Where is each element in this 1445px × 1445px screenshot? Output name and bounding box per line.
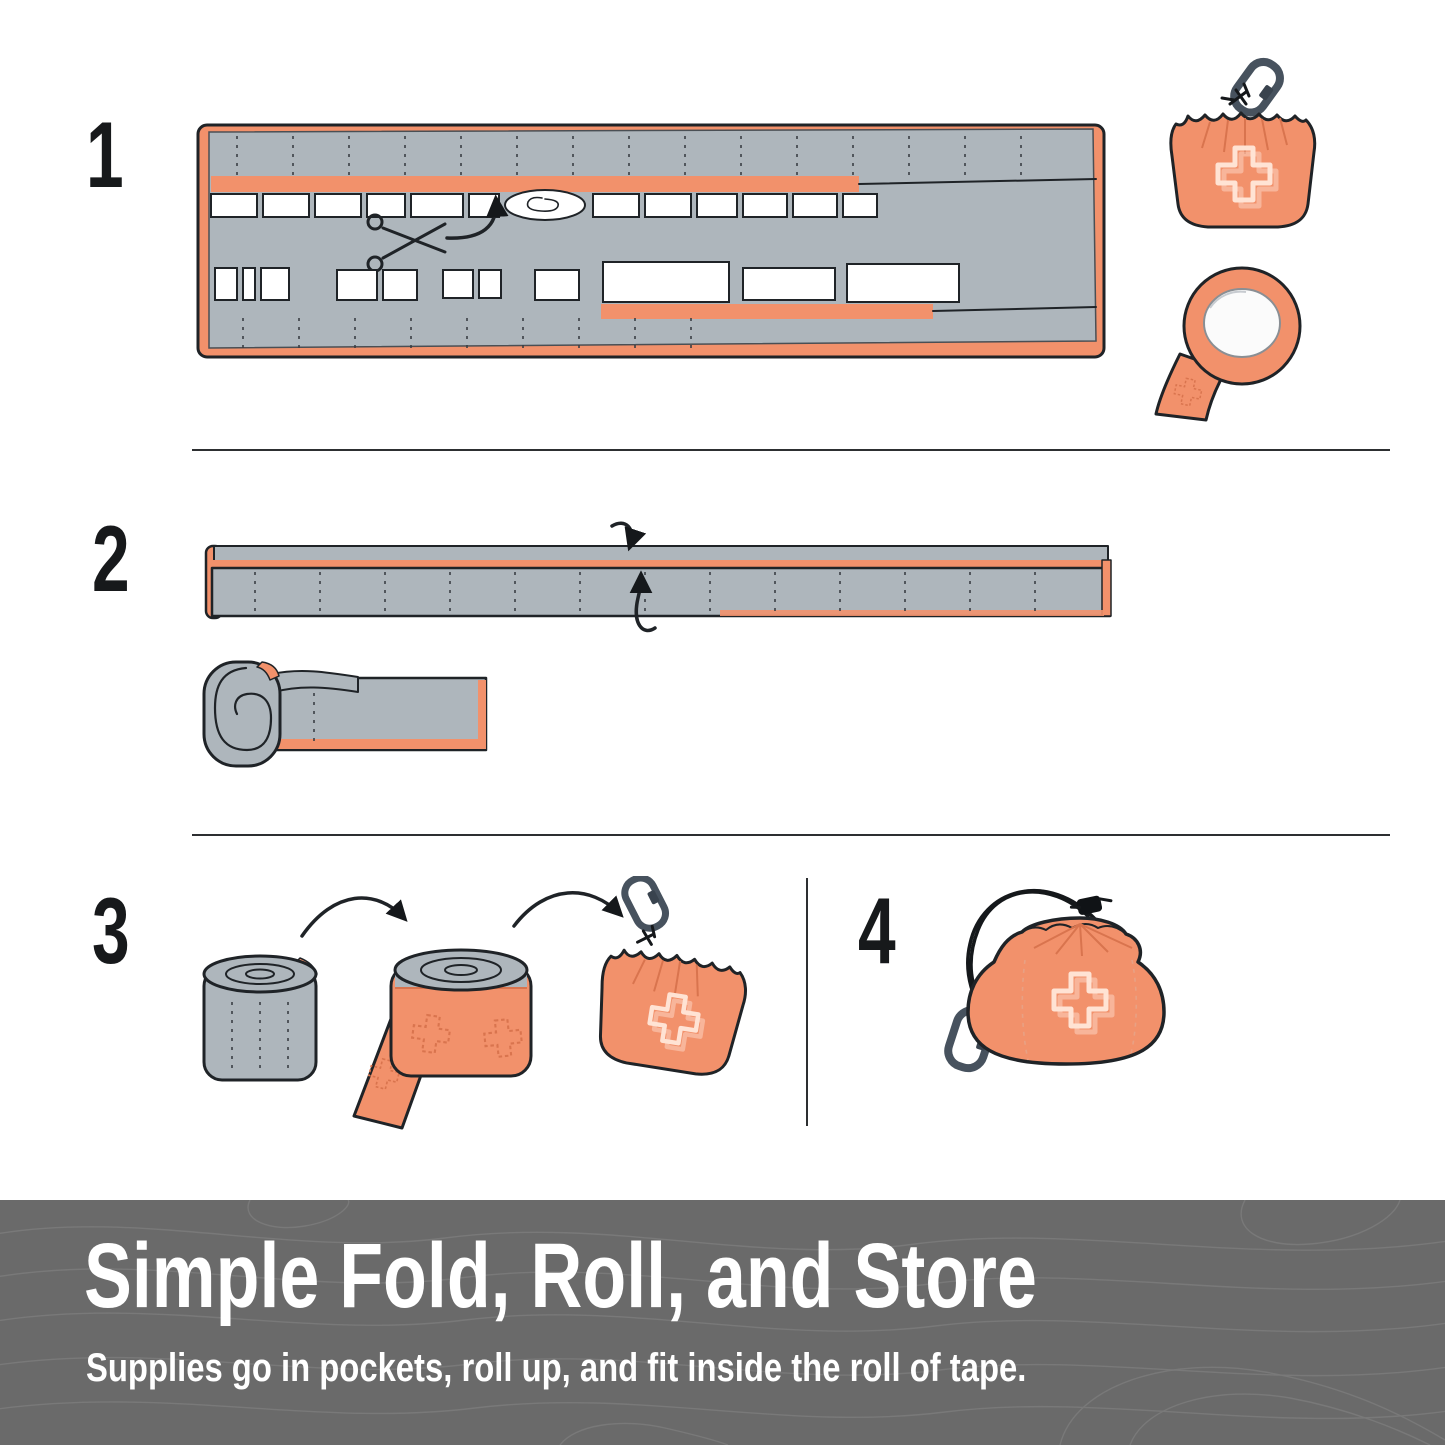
topo-pattern: [0, 1200, 1445, 1445]
gather-lines: [1033, 923, 1133, 957]
roll-wrapped-in-tape: [389, 948, 533, 1078]
step-1-number: 1: [86, 102, 124, 207]
caption-banner: Simple Fold, Roll, and Store Supplies go…: [0, 1200, 1445, 1445]
rolling-strip-illustration: [202, 660, 488, 768]
roll-arrow-icon-1: [300, 896, 408, 938]
tape-roll-core: [1203, 288, 1281, 358]
strip-dash-lines: [254, 572, 1036, 612]
crease-lines: [1021, 959, 1138, 1061]
pouch-step3: [598, 876, 747, 1076]
tape-roll-icon: [504, 189, 586, 221]
pocket-row-bottom: [214, 261, 960, 303]
carabiner-icon: [1230, 57, 1284, 117]
strip-orange-edge: [212, 560, 1110, 569]
drawstring-knot: [636, 924, 657, 946]
curl-over: [271, 670, 359, 693]
fold-dash-lines-top: [236, 136, 1022, 176]
fold-edge-line-2: [932, 306, 1097, 312]
cross-logo: [1215, 145, 1279, 209]
step-2-number: 2: [92, 506, 130, 611]
fold-arrow-icon-down: [610, 521, 647, 552]
gather-lines: [1201, 117, 1288, 154]
fold-edge-line: [858, 178, 1097, 185]
section-divider-2: [192, 834, 1390, 836]
pouch-body: [1169, 111, 1317, 229]
pouch-body: [598, 948, 747, 1076]
flat-strip: [264, 676, 488, 752]
tape-roll-highlight: [1209, 290, 1247, 309]
tape-roll-large-illustration: [1154, 266, 1302, 422]
strip-right-edge: [1101, 559, 1112, 617]
roll-spiral: [213, 666, 273, 752]
rolled-kit: [202, 954, 318, 1082]
cross-logo: [1051, 971, 1115, 1035]
pointer-arrow-icon: [445, 194, 509, 240]
banner-title: Simple Fold, Roll, and Store: [84, 1225, 1037, 1327]
strip-bottom-edge: [720, 610, 1104, 616]
tape-strip-cross-mark: [1173, 377, 1203, 407]
banner-subtitle: Supplies go in pockets, roll up, and fit…: [86, 1346, 1027, 1390]
pouch-with-carabiner-illustration: [1169, 57, 1317, 229]
gather-lines: [632, 959, 699, 997]
strip-back-layer: [213, 545, 1109, 563]
strip-front-layer: [210, 566, 1112, 618]
step-3-number: 3: [92, 878, 130, 983]
roll-orange-tip: [256, 661, 280, 681]
roll-arrow-icon-2: [512, 891, 624, 928]
drawstring-knot: [1220, 82, 1251, 106]
carabiner-icon: [621, 876, 670, 932]
cinch-toggle: [1069, 895, 1113, 915]
section-divider-1: [192, 449, 1390, 451]
folded-strip-illustration: [204, 521, 1112, 633]
pocket-row-top: [210, 193, 878, 218]
roll-tape-bag-sequence-illustration: [202, 876, 747, 1130]
fold-arrow-icon-up: [629, 570, 657, 633]
organizer-unrolled-illustration: [196, 123, 1106, 359]
stored-pouch-illustration: [944, 889, 1166, 1073]
flat-strip-right-edge: [478, 680, 486, 749]
flat-strip-orange-edge: [268, 739, 486, 749]
cross-logo: [647, 992, 706, 1052]
elastic-strip-bottom: [601, 304, 933, 319]
elastic-strip-top: [211, 176, 859, 192]
step-divider: [806, 878, 808, 1126]
step-4-number: 4: [858, 878, 896, 983]
